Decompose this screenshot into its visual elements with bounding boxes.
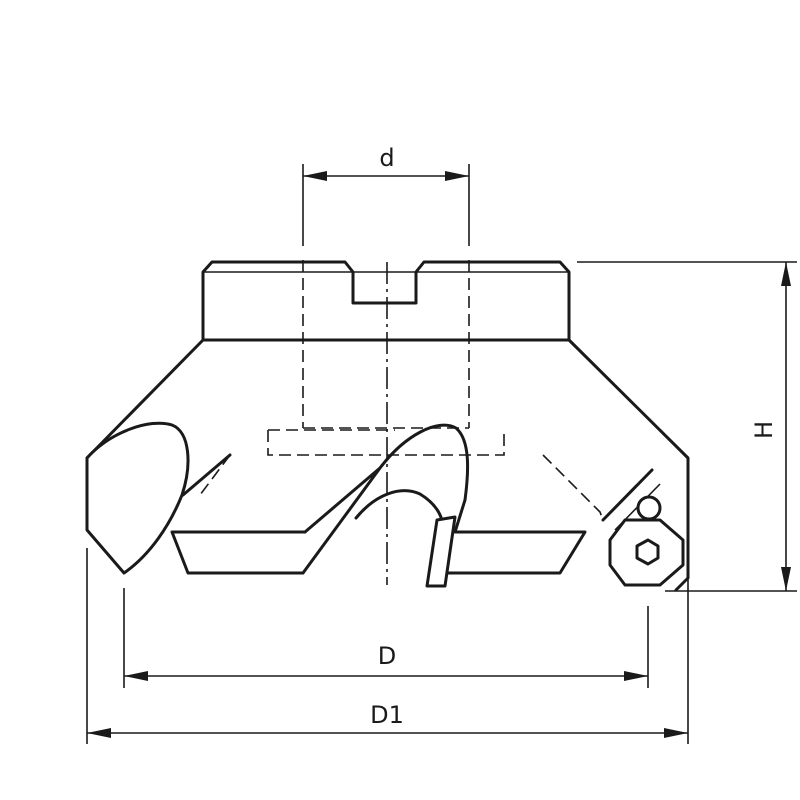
dim-h-arrow-bottom <box>781 567 791 591</box>
body-outline <box>85 338 690 592</box>
dimension-d: d <box>302 144 470 246</box>
left-insert <box>85 421 190 575</box>
cutter-body <box>85 260 690 592</box>
hex-socket-icon <box>635 538 660 566</box>
dim-D1-arrow-left <box>87 728 111 738</box>
dim-h-arrow-top <box>781 262 791 286</box>
dimension-h: H <box>577 261 797 592</box>
insert-wedge <box>425 515 457 588</box>
right-chamfer-line <box>601 468 654 522</box>
dimension-D1: D1 <box>86 548 689 744</box>
dim-h-label: H <box>750 421 778 439</box>
dim-d-label: d <box>379 144 394 172</box>
dim-D-arrow-right <box>624 671 648 681</box>
dim-D1-arrow-right <box>664 728 688 738</box>
hidden-lines <box>199 260 604 521</box>
dim-d-arrow-right <box>445 171 469 181</box>
chip-flute <box>181 423 470 575</box>
dim-d-arrow-left <box>303 171 327 181</box>
dim-D-arrow-left <box>124 671 148 681</box>
screw-body-octagon <box>608 518 685 587</box>
counterbore-hidden <box>267 429 505 456</box>
dimension-D: D <box>123 588 649 688</box>
hub-outline <box>201 260 571 342</box>
clamp-screw <box>608 495 685 587</box>
lower-ledge <box>170 530 587 575</box>
screw-head-small <box>636 495 662 521</box>
dim-D1-label: D1 <box>370 701 404 729</box>
dim-D-label: D <box>378 642 396 670</box>
inner-cone-hidden <box>199 454 604 521</box>
